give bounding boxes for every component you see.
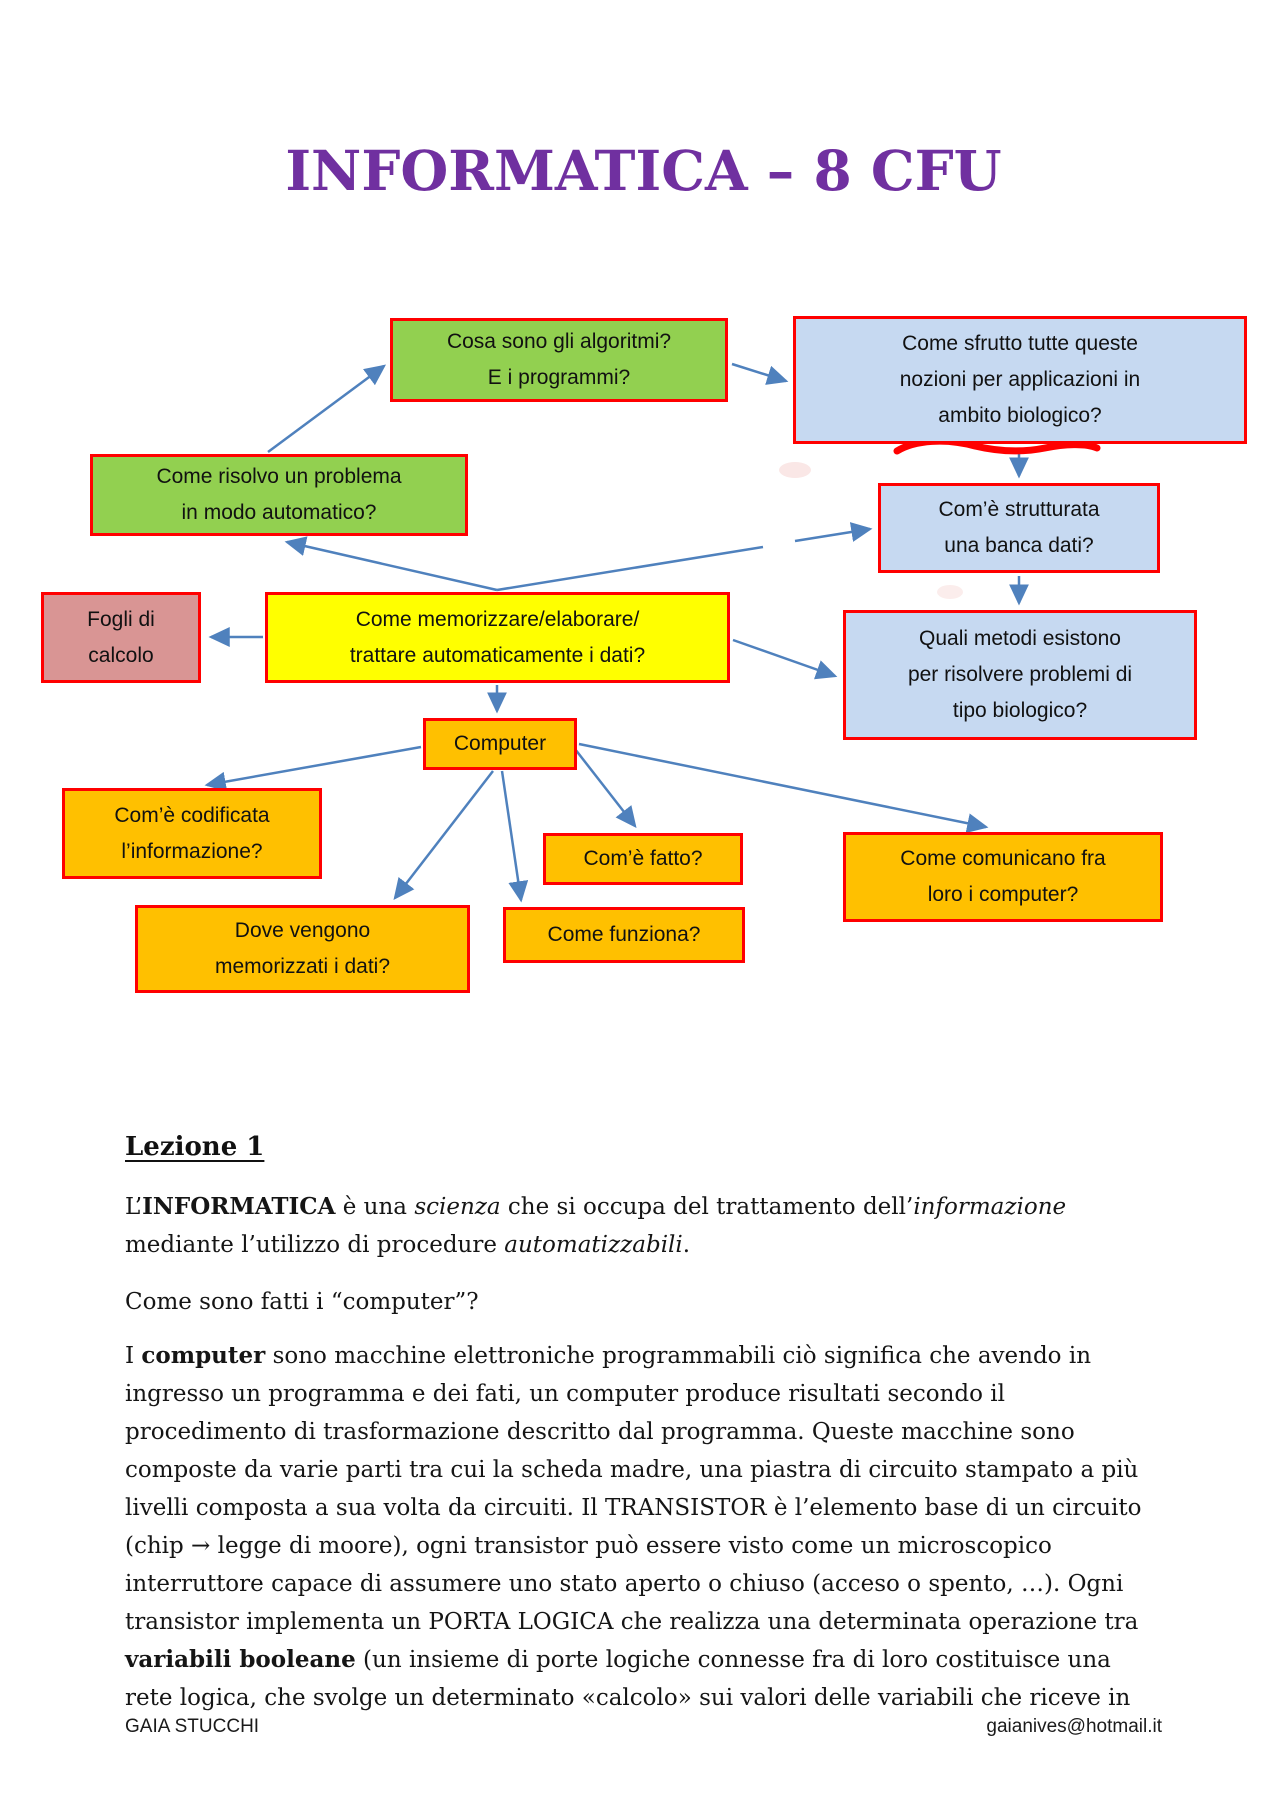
node-sfrutto: Come sfrutto tutte queste nozioni per ap… [793, 316, 1247, 444]
arrow-computer-to-dove [393, 770, 494, 900]
page-footer: GAIA STUCCHI gaianives@hotmail.it [125, 1716, 1162, 1738]
arrow-memorizzare-to-metodi [732, 638, 838, 680]
node-memorizzare: Come memorizzare/elaborare/ trattare aut… [265, 592, 730, 683]
arrow-risolvo-to-algoritmi [267, 364, 387, 454]
paragraph-question: Come sono fatti i “computer”? [125, 1289, 479, 1315]
footer-author: GAIA STUCCHI [125, 1716, 260, 1737]
node-come-fatto: Com’è fatto? [543, 833, 743, 885]
node-comunicano: Come comunicano fra loro i computer? [843, 832, 1163, 922]
lesson-heading: Lezione 1 [125, 1132, 265, 1162]
node-computer: Computer [423, 718, 577, 770]
node-metodi-biologici: Quali metodi esistono per risolvere prob… [843, 610, 1197, 740]
arrow-computer-to-fatto [574, 748, 637, 828]
arrow-computer-to-codificata [204, 745, 422, 792]
page-title: INFORMATICA – 8 CFU [285, 138, 1002, 203]
node-risolvo: Come risolvo un problema in modo automat… [90, 454, 468, 536]
arrow-computer-to-comunicano [578, 742, 989, 834]
node-dove-memorizzati: Dove vengono memorizzati i dati? [135, 905, 470, 993]
node-fogli-di-calcolo: Fogli di calcolo [41, 592, 201, 683]
paragraph-computer: I computer sono macchine elettroniche pr… [125, 1342, 1142, 1711]
footer-email: gaianives@hotmail.it [986, 1716, 1162, 1737]
arrow-computer-to-funziona [500, 770, 529, 903]
node-algoritmi: Cosa sono gli algoritmi? E i programmi? [390, 318, 728, 402]
node-come-funziona: Come funziona? [503, 907, 745, 963]
paragraph-informatica: L’INFORMATICA è una scienza che si occup… [125, 1193, 1067, 1258]
arrow-algoritmi-to-sfrutto [731, 362, 789, 385]
arrow-memorizzare-to-banca [496, 522, 873, 592]
arrow-memorizzare-to-risolvo [284, 536, 498, 592]
node-codificata: Com’è codificata l’informazione? [62, 788, 322, 879]
node-banca-dati: Com’è strutturata una banca dati? [878, 483, 1160, 573]
